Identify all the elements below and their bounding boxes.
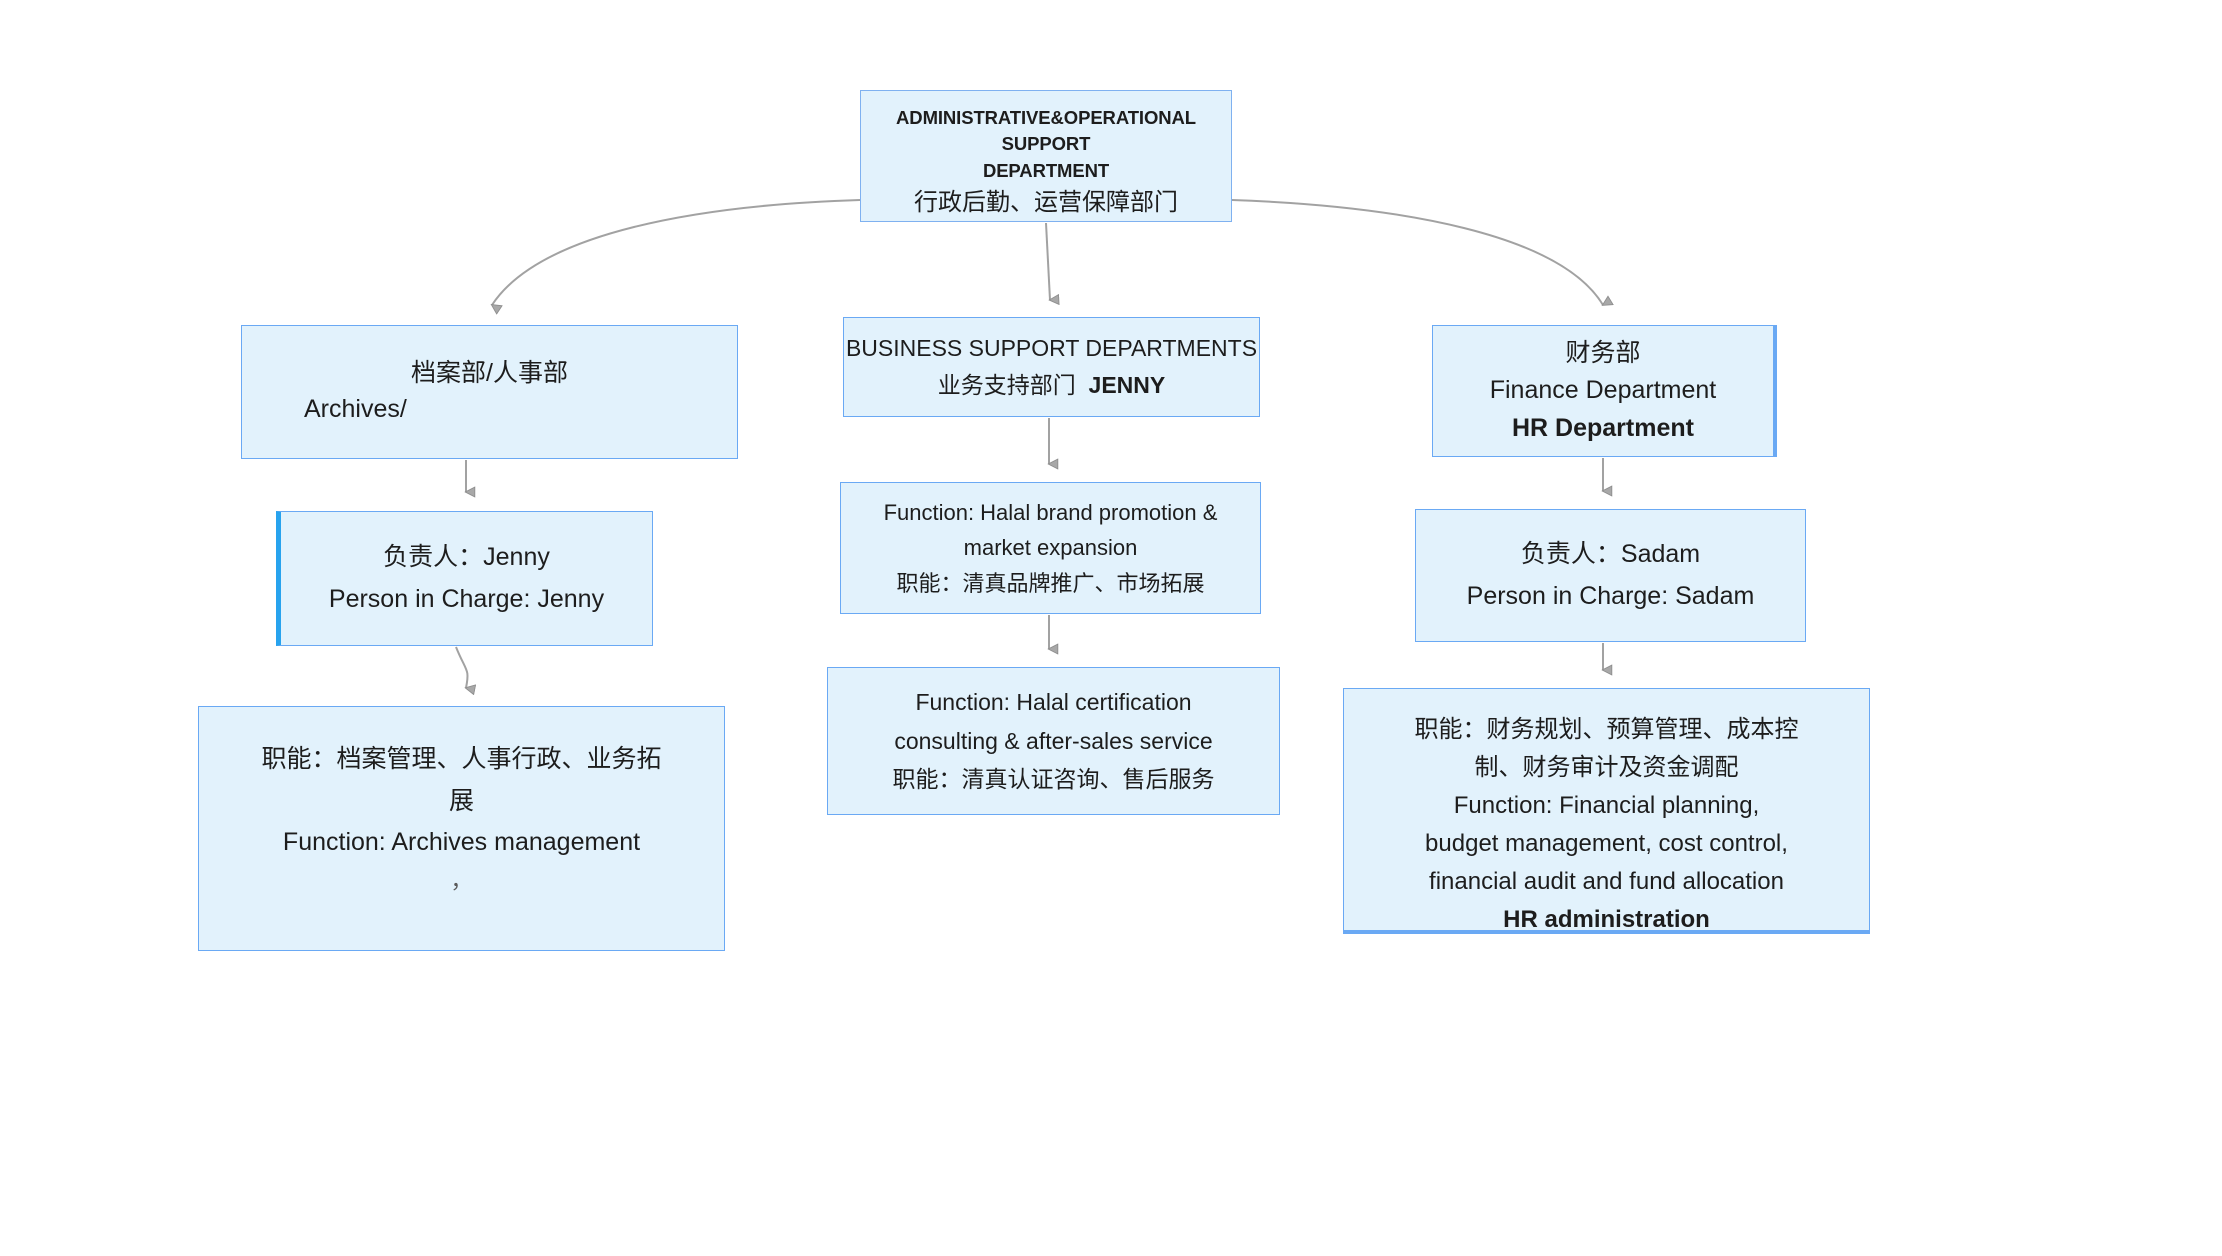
jenny-owner-en: Person in Charge: Jenny <box>328 584 605 613</box>
connector-root-to-business <box>1045 222 1050 300</box>
finance-dept-en-bold: HR Department <box>1512 413 1694 442</box>
finance-dept-cn: 财务部 <box>1565 338 1641 367</box>
business-fn2-en-line1: Function: Halal certification <box>915 689 1192 716</box>
business-dept-en: BUSINESS SUPPORT DEPARTMENTS <box>845 335 1258 362</box>
business-fn1-en-line2: market expansion <box>963 535 1138 561</box>
archives-function-cn-line2: 展 <box>448 786 474 815</box>
node-archives-hr-department[interactable]: 档案部/人事部 Archives/ <box>241 325 738 459</box>
node-finance-hr-department[interactable]: 财务部 Finance Department HR Department <box>1432 325 1777 457</box>
connector-owner-to-function <box>455 646 468 688</box>
connector-root-to-archives <box>492 199 861 305</box>
root-title-en-line2: DEPARTMENT <box>982 159 1110 181</box>
finance-function-cn-line2: 制、财务审计及资金调配 <box>1474 754 1739 782</box>
business-dept-cn: 业务支持部门 <box>937 372 1076 398</box>
sadam-owner-en: Person in Charge: Sadam <box>1466 581 1755 610</box>
finance-dept-en: Finance Department <box>1489 376 1717 405</box>
finance-function-cn-line1: 职能：财务规划、预算管理、成本控 <box>1414 716 1799 743</box>
finance-function-en-line2: budget management, cost control, <box>1425 830 1788 858</box>
node-person-in-charge-sadam[interactable]: 负责人：Sadam Person in Charge: Sadam <box>1415 509 1806 642</box>
root-title-cn: 行政后勤、运营保障部门 <box>914 188 1178 216</box>
finance-function-en-bold: HR administration <box>1503 906 1710 934</box>
jenny-owner-cn: 负责人：Jenny <box>383 543 550 571</box>
node-business-support-departments[interactable]: BUSINESS SUPPORT DEPARTMENTS 业务支持部门 JENN… <box>843 317 1260 417</box>
node-person-in-charge-jenny[interactable]: 负责人：Jenny Person in Charge: Jenny <box>276 511 653 646</box>
sadam-owner-cn: 负责人：Sadam <box>1520 540 1701 568</box>
business-fn2-cn: 职能：清真认证咨询、售后服务 <box>892 766 1215 793</box>
archives-function-cn-line1: 职能：档案管理、人事行政、业务拓 <box>261 745 662 773</box>
root-title-en-line1: ADMINISTRATIVE&OPERATIONAL SUPPORT <box>896 107 1196 155</box>
node-finance-function[interactable]: 职能：财务规划、预算管理、成本控 制、财务审计及资金调配 Function: F… <box>1343 688 1870 934</box>
node-archives-function[interactable]: 职能：档案管理、人事行政、业务拓 展 Function: Archives ma… <box>198 706 725 951</box>
archives-dept-en: Archives/ <box>304 394 407 423</box>
node-business-function-certification-consulting[interactable]: Function: Halal certification consulting… <box>827 667 1280 815</box>
node-business-function-brand-promotion[interactable]: Function: Halal brand promotion & market… <box>840 482 1261 614</box>
business-dept-owner-tag: JENNY <box>1088 372 1166 398</box>
finance-function-en-line1: Function: Financial planning, <box>1453 792 1760 820</box>
archives-dept-cn: 档案部/人事部 <box>411 359 568 387</box>
business-fn1-en-line1: Function: Halal brand promotion & <box>883 500 1218 526</box>
node-admin-operational-support-department[interactable]: ADMINISTRATIVE&OPERATIONAL SUPPORT DEPAR… <box>860 90 1232 222</box>
connector-root-to-finance <box>1231 199 1603 305</box>
finance-function-en-line3: financial audit and fund allocation <box>1429 868 1784 896</box>
business-dept-cn-row: 业务支持部门 JENNY <box>844 369 1259 402</box>
business-fn2-en-line2: consulting & after-sales service <box>894 727 1213 754</box>
archives-function-en: Function: Archives management <box>282 828 641 856</box>
business-fn1-cn: 职能：清真品牌推广、市场拓展 <box>896 570 1205 596</box>
archives-function-tail: ， <box>450 867 473 893</box>
